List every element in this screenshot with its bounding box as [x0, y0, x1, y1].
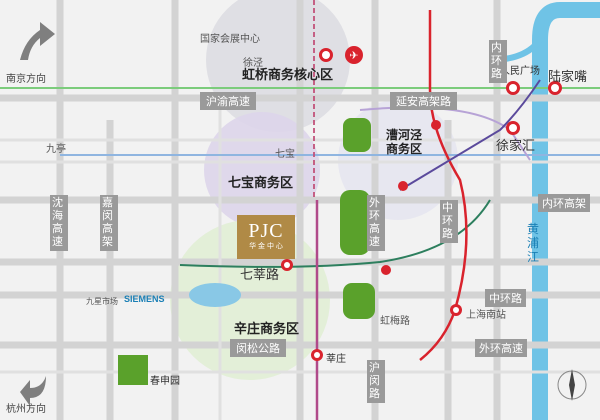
- road-label-zhonghuan: 中环路: [485, 289, 526, 307]
- pjc-title: PJC: [248, 220, 284, 242]
- road-label-minsong: 闵松公路: [230, 339, 286, 357]
- label-xujiahui: 徐家汇: [496, 138, 536, 153]
- airport-icon: [345, 46, 363, 64]
- metro-stations: [281, 48, 562, 361]
- park-chunshen: [118, 355, 148, 385]
- label-chunshen: 春申园: [150, 376, 180, 387]
- road-label-waihuan: 外环高速: [475, 339, 527, 357]
- label-neihuan-vert: 内环路: [489, 40, 507, 83]
- label-xinzhuang: 莘庄: [326, 354, 346, 365]
- label-shenbin: 沈海高速: [50, 195, 68, 251]
- park-hq: [343, 118, 371, 152]
- lake: [189, 283, 241, 307]
- road-label-huyu: 沪渝高速: [200, 92, 256, 110]
- metro-line-4: [399, 79, 541, 191]
- label-huangpu: 黄浦江: [527, 222, 540, 264]
- hangzhou-arrow-icon: [20, 376, 46, 406]
- label-caohejing: 漕河泾商务区: [386, 128, 423, 156]
- label-qixin-road: 七莘路: [240, 267, 280, 282]
- label-waihuan-vert: 外环高速: [367, 195, 385, 251]
- park-xinzhuang: [343, 283, 375, 319]
- label-national-expo: 国家会展中心: [200, 34, 260, 45]
- label-nanjing: 南京方向: [6, 74, 46, 85]
- metro-line-12: [179, 199, 491, 268]
- label-qibao: 七宝: [275, 149, 295, 160]
- label-zhonghuan-vert: 中环路: [440, 200, 458, 243]
- label-jiuting: 九亭: [46, 144, 66, 155]
- label-hongqiao-core: 虹桥商务核心区: [242, 67, 334, 82]
- minor-roads: [0, 100, 600, 420]
- label-hu-min: 沪闵路: [367, 360, 385, 403]
- label-siemens: SIEMENS: [124, 294, 165, 304]
- metro-line-10: [359, 106, 531, 161]
- pjc-logo: PJC 华 金 中 心: [240, 220, 292, 256]
- label-hangzhou: 杭州方向: [6, 404, 46, 415]
- label-hongmei: 虹梅路: [380, 316, 410, 327]
- nanjing-arrow-icon: [20, 22, 55, 60]
- road-label-yanan: 延安高架路: [390, 92, 457, 110]
- label-jiuxing: 九星市场: [86, 297, 118, 306]
- label-shanghai-south: 上海南站: [466, 310, 506, 321]
- compass-icon: [557, 369, 587, 401]
- label-qibao-district: 七宝商务区: [228, 175, 294, 190]
- label-lujiazui: 陆家嘴: [548, 69, 588, 84]
- airport-glyph: ✈: [349, 49, 358, 62]
- label-jiamin: 嘉闵高架: [100, 195, 118, 251]
- label-xujing: 徐泾: [243, 58, 263, 69]
- pjc-subtitle: 华 金 中 心: [249, 243, 283, 250]
- park-sports: [340, 190, 370, 255]
- label-xinzhuang-district: 辛庄商务区: [234, 321, 300, 336]
- label-people-square: 人民广场: [500, 66, 540, 77]
- pjc-project-block: [237, 215, 295, 259]
- road-label-neihuan: 内环高架: [538, 194, 590, 212]
